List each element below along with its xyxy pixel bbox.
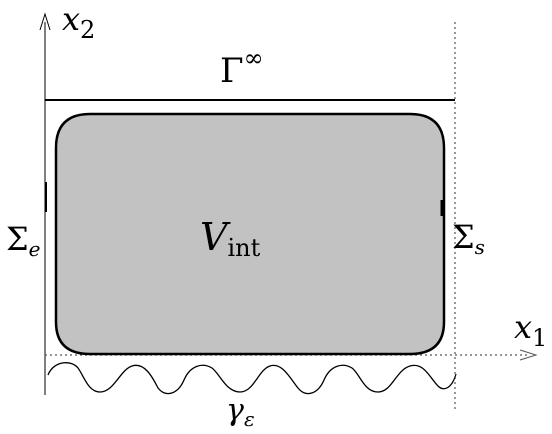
gamma-epsilon-label: γε — [226, 393, 255, 431]
gamma-infinity-label: Γ∞ — [220, 44, 264, 91]
x2-axis-arrowhead — [39, 12, 51, 31]
v-int-label: Vint — [200, 215, 261, 262]
x1-axis-arrowhead — [519, 349, 538, 361]
x1-axis-label: x1 — [514, 308, 547, 352]
x2-axis-label: x2 — [62, 0, 95, 44]
sigma-e-label: Σe — [6, 220, 40, 261]
sigma-s-label: Σs — [452, 218, 485, 259]
v-int-region — [54, 112, 446, 356]
gamma-epsilon-wavy-boundary — [47, 362, 457, 395]
